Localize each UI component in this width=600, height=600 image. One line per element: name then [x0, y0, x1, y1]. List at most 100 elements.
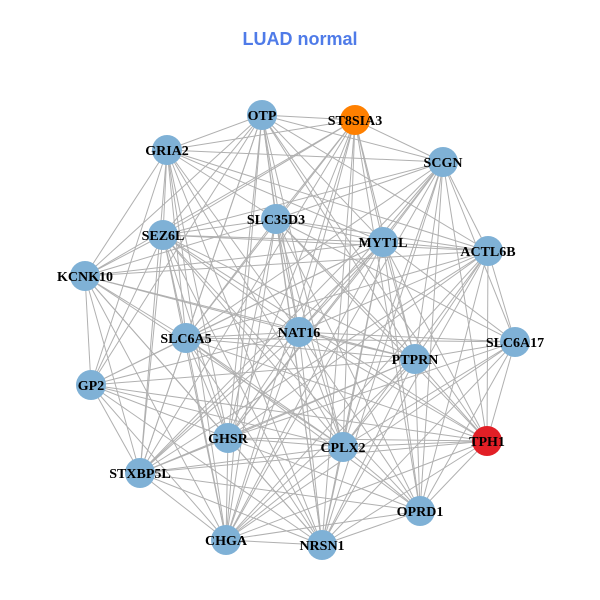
- edges: [84, 114, 516, 546]
- edge-ghsr-chga: [225, 437, 229, 541]
- edge-kcnk10-chga: [84, 275, 227, 541]
- node-label: NAT16: [278, 326, 321, 341]
- node-label: ACTL6B: [460, 245, 515, 260]
- node-slc6a5[interactable]: SLC6A5: [160, 323, 212, 353]
- edge-slc35d3-tph1: [275, 218, 488, 442]
- node-circle[interactable]: [307, 530, 337, 560]
- edge-slc6a5-gp2: [90, 337, 187, 386]
- edge-slc6a5-ghsr: [185, 337, 229, 439]
- node-circle[interactable]: [328, 432, 358, 462]
- node-label: KCNK10: [57, 270, 113, 285]
- node-tph1[interactable]: TPH1: [469, 426, 505, 456]
- node-ghsr[interactable]: GHSR: [208, 423, 249, 453]
- node-circle[interactable]: [428, 147, 458, 177]
- edge-scgn-stxbp5l: [139, 161, 444, 474]
- node-circle[interactable]: [340, 105, 370, 135]
- node-circle[interactable]: [368, 227, 398, 257]
- edge-scgn-slc35d3: [275, 161, 444, 220]
- edge-gria2-gp2: [90, 149, 168, 386]
- node-circle[interactable]: [125, 458, 155, 488]
- edge-myt1l-nat16: [298, 241, 384, 333]
- node-circle[interactable]: [400, 344, 430, 374]
- node-stxbp5l[interactable]: STXBP5L: [109, 458, 171, 488]
- node-actl6b[interactable]: ACTL6B: [460, 236, 516, 266]
- node-circle[interactable]: [171, 323, 201, 353]
- node-nrsn1[interactable]: NRSN1: [299, 530, 345, 560]
- edge-scgn-tph1: [442, 161, 488, 442]
- node-circle[interactable]: [213, 423, 243, 453]
- node-circle[interactable]: [405, 496, 435, 526]
- node-chga[interactable]: CHGA: [205, 525, 248, 555]
- node-nat16[interactable]: NAT16: [278, 317, 321, 347]
- node-sez6l[interactable]: SEZ6L: [142, 220, 185, 250]
- node-circle[interactable]: [148, 220, 178, 250]
- edge-gria2-myt1l: [166, 149, 384, 243]
- edge-slc35d3-myt1l: [275, 218, 384, 243]
- node-circle[interactable]: [76, 370, 106, 400]
- node-circle[interactable]: [247, 100, 277, 130]
- node-gria2[interactable]: GRIA2: [145, 135, 189, 165]
- node-slc6a17[interactable]: SLC6A17: [486, 327, 544, 357]
- edge-tph1-stxbp5l: [139, 440, 488, 474]
- node-label: NRSN1: [299, 539, 344, 554]
- node-scgn[interactable]: SCGN: [424, 147, 463, 177]
- edge-nat16-cplx2: [298, 331, 344, 448]
- edge-actl6b-oprd1: [419, 250, 489, 512]
- node-circle[interactable]: [472, 426, 502, 456]
- edge-myt1l-oprd1: [382, 241, 421, 512]
- edge-cplx2-nrsn1: [321, 446, 344, 546]
- edge-ghsr-tph1: [227, 437, 488, 442]
- node-circle[interactable]: [261, 204, 291, 234]
- node-circle[interactable]: [500, 327, 530, 357]
- edge-slc35d3-nat16: [275, 218, 300, 333]
- node-st8sia3[interactable]: ST8SIA3: [328, 105, 382, 135]
- edge-slc6a5-cplx2: [185, 337, 344, 448]
- node-circle[interactable]: [70, 261, 100, 291]
- edge-slc6a17-cplx2: [342, 341, 516, 448]
- edge-gp2-stxbp5l: [90, 384, 141, 474]
- edge-slc6a17-oprd1: [419, 341, 516, 512]
- node-ptprn[interactable]: PTPRN: [392, 344, 439, 374]
- edge-tph1-oprd1: [419, 440, 488, 512]
- edge-actl6b-nrsn1: [321, 250, 489, 546]
- edge-st8sia3-gria2: [166, 119, 356, 151]
- edge-slc6a5-nrsn1: [185, 337, 323, 546]
- node-circle[interactable]: [284, 317, 314, 347]
- edge-actl6b-stxbp5l: [139, 250, 489, 474]
- node-label: OPRD1: [397, 505, 444, 520]
- node-myt1l[interactable]: MYT1L: [359, 227, 408, 257]
- node-slc35d3[interactable]: SLC35D3: [247, 204, 305, 234]
- edge-otp-actl6b: [261, 114, 489, 252]
- edge-gp2-cplx2: [90, 384, 344, 448]
- node-cplx2[interactable]: CPLX2: [320, 432, 366, 462]
- node-oprd1[interactable]: OPRD1: [397, 496, 444, 526]
- edge-st8sia3-nrsn1: [321, 119, 356, 546]
- edge-otp-myt1l: [261, 114, 384, 243]
- node-kcnk10[interactable]: KCNK10: [57, 261, 113, 291]
- edge-gp2-ghsr: [90, 384, 229, 439]
- edge-ptprn-stxbp5l: [139, 358, 416, 474]
- edge-slc6a5-ptprn: [185, 337, 416, 360]
- edge-nat16-oprd1: [298, 331, 421, 512]
- edge-otp-sez6l: [162, 114, 263, 236]
- edge-sez6l-stxbp5l: [139, 234, 164, 474]
- node-label: SLC6A17: [486, 336, 544, 351]
- node-gp2[interactable]: GP2: [76, 370, 106, 400]
- edge-cplx2-chga: [225, 446, 344, 541]
- edge-ptprn-tph1: [414, 358, 488, 442]
- edge-slc35d3-sez6l: [162, 218, 277, 236]
- node-circle[interactable]: [211, 525, 241, 555]
- edge-actl6b-ptprn: [414, 250, 489, 360]
- plot-title: LUAD normal: [242, 29, 358, 49]
- node-circle[interactable]: [473, 236, 503, 266]
- edge-gria2-nat16: [166, 149, 300, 333]
- node-otp[interactable]: OTP: [247, 100, 277, 130]
- edge-chga-nrsn1: [225, 539, 323, 546]
- edge-slc35d3-chga: [225, 218, 277, 541]
- edge-nat16-slc6a5: [185, 331, 300, 339]
- edge-ghsr-oprd1: [227, 437, 421, 512]
- edge-myt1l-slc6a17: [382, 241, 516, 343]
- node-label: CPLX2: [320, 441, 365, 456]
- edge-myt1l-stxbp5l: [139, 241, 384, 474]
- node-circle[interactable]: [152, 135, 182, 165]
